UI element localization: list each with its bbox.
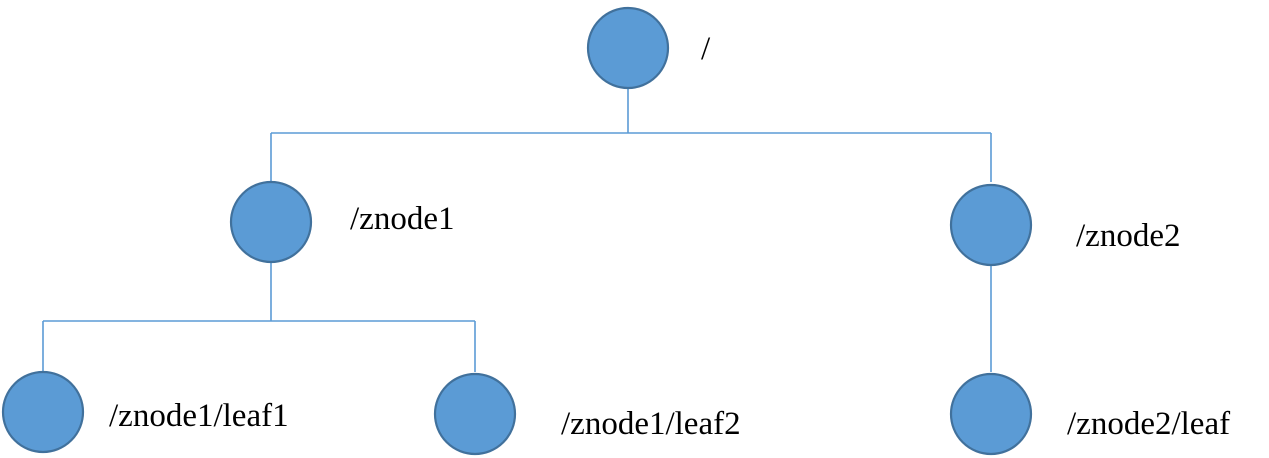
label-leaf2: /znode1/leaf2 — [561, 406, 741, 442]
label-leaf1: /znode1/leaf1 — [109, 398, 289, 434]
label-znode1: /znode1 — [350, 201, 455, 237]
edge-root-to-children — [270, 88, 992, 182]
label-znode2-leaf: /znode2/leaf — [1067, 406, 1231, 442]
edge-znode1-to-leaves — [42, 262, 476, 372]
node-znode2[interactable] — [949, 183, 1033, 267]
node-leaf2[interactable] — [433, 372, 517, 456]
tree-edges — [42, 88, 992, 372]
node-znode1[interactable] — [229, 180, 313, 264]
label-root: / — [701, 31, 711, 67]
node-root[interactable] — [586, 6, 670, 90]
label-znode2: /znode2 — [1076, 218, 1181, 254]
node-leaf1[interactable] — [1, 370, 85, 454]
node-znode2-leaf[interactable] — [949, 372, 1033, 456]
tree-nodes — [1, 6, 1033, 456]
